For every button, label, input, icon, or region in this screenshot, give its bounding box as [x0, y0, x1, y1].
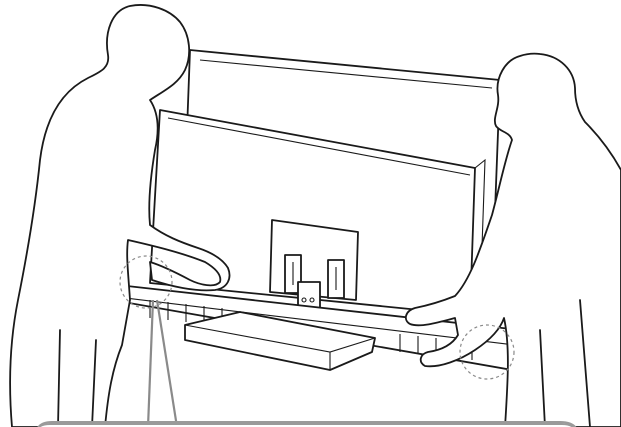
callout-panel: [36, 422, 578, 427]
callout-connectors: [148, 300, 177, 427]
